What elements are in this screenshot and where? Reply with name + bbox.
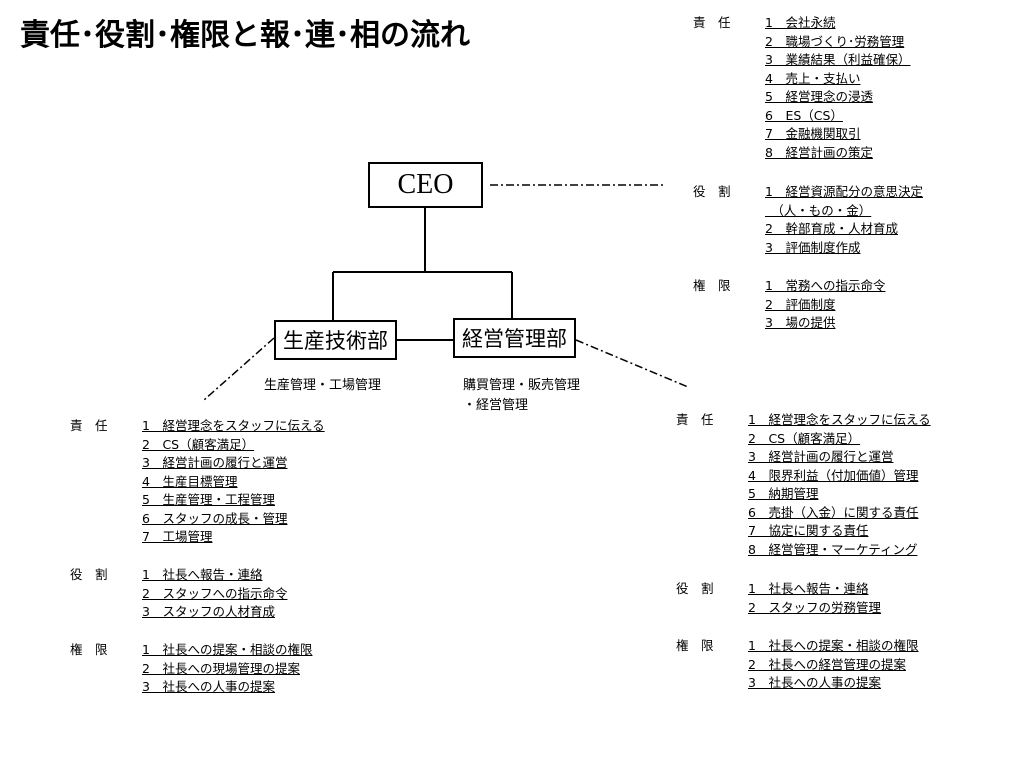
ceo-sekinin-section: 責 任 1 会社永続 2 職場づくり･労務管理 3 業績結果（利益確保） 4 売… [693, 14, 923, 166]
list-item: 4 生産目標管理 [142, 473, 238, 489]
list-item: 7 協定に関する責任 [748, 523, 869, 538]
keiei-sekinin-header: 責 任 [676, 412, 714, 427]
list-item: 1 経営理念をスタッフに伝える [142, 418, 325, 433]
list-item: 3 経営計画の履行と運営 [142, 455, 288, 470]
list-item: 8 経営計画の策定 [765, 144, 873, 160]
list-item: 5 納期管理 [748, 486, 819, 501]
list-item: 4 売上・支払い [765, 70, 861, 86]
list-item: 2 評価制度 [765, 296, 836, 312]
seisan-yakuwari-header: 役 割 [70, 567, 108, 582]
seisan-kengen-header: 権 限 [70, 642, 108, 657]
list-item: 4 限界利益（付加価値）管理 [748, 467, 919, 483]
seisan-gijutsu-box: 生産技術部 [274, 320, 397, 360]
list-item: 3 評価制度作成 [765, 239, 861, 255]
list-item: 2 CS（顧客満足） [748, 430, 861, 446]
keiei-kengen-section: 権 限 1 社長への提案・相談の権限 2 社長への経営管理の提案 3 社長への人… [676, 637, 931, 693]
list-item: 7 工場管理 [142, 529, 213, 544]
list-item: 1 経営資源配分の意思決定 [765, 184, 923, 199]
list-item: 2 スタッフの労務管理 [748, 599, 881, 615]
page-title: 責任･役割･権限と報･連･相の流れ [20, 18, 470, 53]
seisan-subtitle: 生産管理・工場管理 [264, 378, 382, 393]
seisan-kengen-section: 権 限 1 社長への提案・相談の権限 2 社長への現場管理の提案 3 社長への人… [70, 641, 325, 697]
list-item: 3 社長への人事の提案 [748, 675, 881, 690]
list-item: 5 経営理念の浸透 [765, 89, 873, 104]
list-item: 2 社長への経営管理の提案 [748, 656, 906, 672]
seisan-yakuwari-section: 役 割 1 社長へ報告・連絡 2 スタッフへの指示命令 3 スタッフの人材育成 [70, 566, 325, 622]
list-item: 3 経営計画の履行と運営 [748, 449, 894, 464]
dashdot-keiei [575, 339, 689, 388]
keiei-kanri-box: 経営管理部 [453, 318, 576, 358]
list-item: 1 社長へ報告・連絡 [748, 581, 869, 596]
list-item: 1 常務への指示命令 [765, 278, 886, 293]
list-item: 1 経営理念をスタッフに伝える [748, 412, 931, 427]
seisan-sekinin-header: 責 任 [70, 418, 108, 433]
list-item: 7 金融機関取引 [765, 126, 861, 141]
ceo-box: CEO [368, 162, 483, 208]
list-item: 8 経営管理・マーケティング [748, 541, 918, 557]
ceo-yakuwari-section: 役 割 1 経営資源配分の意思決定 （人・もの・金） 2 幹部育成・人材育成 3… [693, 183, 923, 257]
list-item: 1 社長への提案・相談の権限 [748, 638, 919, 653]
ceo-kengen-header: 権 限 [693, 278, 731, 293]
list-item: 3 スタッフの人材育成 [142, 604, 275, 619]
list-item: 3 場の提供 [765, 315, 836, 330]
list-item: 2 幹部育成・人材育成 [765, 221, 898, 236]
list-item: 6 売掛（入金）に関する責任 [748, 504, 919, 520]
list-item: （人・もの・金） [765, 202, 872, 218]
list-item: 1 社長へ報告・連絡 [142, 567, 263, 582]
keiei-yakuwari-section: 役 割 1 社長へ報告・連絡 2 スタッフの労務管理 [676, 580, 931, 618]
keiei-responsibility-block: 責 任 1 経営理念をスタッフに伝える 2 CS（顧客満足） 3 経営計画の履行… [676, 411, 931, 693]
list-item: 2 職場づくり･労務管理 [765, 33, 905, 49]
list-item: 6 ES（CS） [765, 107, 843, 123]
list-item: 2 社長への現場管理の提案 [142, 660, 300, 676]
keiei-kengen-header: 権 限 [676, 638, 714, 653]
ceo-yakuwari-header: 役 割 [693, 184, 731, 199]
keiei-subtitle-2: ・経営管理 [463, 398, 529, 413]
list-item: 3 社長への人事の提案 [142, 679, 275, 694]
seisan-sekinin-section: 責 任 1 経営理念をスタッフに伝える 2 CS（顧客満足） 3 経営計画の履行… [70, 417, 325, 550]
list-item: 3 業績結果（利益確保） [765, 52, 911, 67]
ceo-kengen-section: 権 限 1 常務への指示命令 2 評価制度 3 場の提供 [693, 277, 923, 333]
keiei-yakuwari-header: 役 割 [676, 581, 714, 596]
list-item: 1 会社永続 [765, 15, 836, 30]
list-item: 2 CS（顧客満足） [142, 436, 255, 452]
ceo-sekinin-header: 責 任 [693, 15, 731, 30]
list-item: 2 スタッフへの指示命令 [142, 585, 288, 601]
list-item: 5 生産管理・工程管理 [142, 492, 275, 507]
keiei-subtitle-1: 購買管理・販売管理 [463, 378, 581, 393]
keiei-sekinin-section: 責 任 1 経営理念をスタッフに伝える 2 CS（顧客満足） 3 経営計画の履行… [676, 411, 931, 563]
list-item: 1 社長への提案・相談の権限 [142, 642, 313, 657]
list-item: 6 スタッフの成長・管理 [142, 510, 288, 526]
ceo-responsibility-block: 責 任 1 会社永続 2 職場づくり･労務管理 3 業績結果（利益確保） 4 売… [693, 14, 923, 333]
seisan-responsibility-block: 責 任 1 経営理念をスタッフに伝える 2 CS（顧客満足） 3 経営計画の履行… [70, 417, 325, 697]
